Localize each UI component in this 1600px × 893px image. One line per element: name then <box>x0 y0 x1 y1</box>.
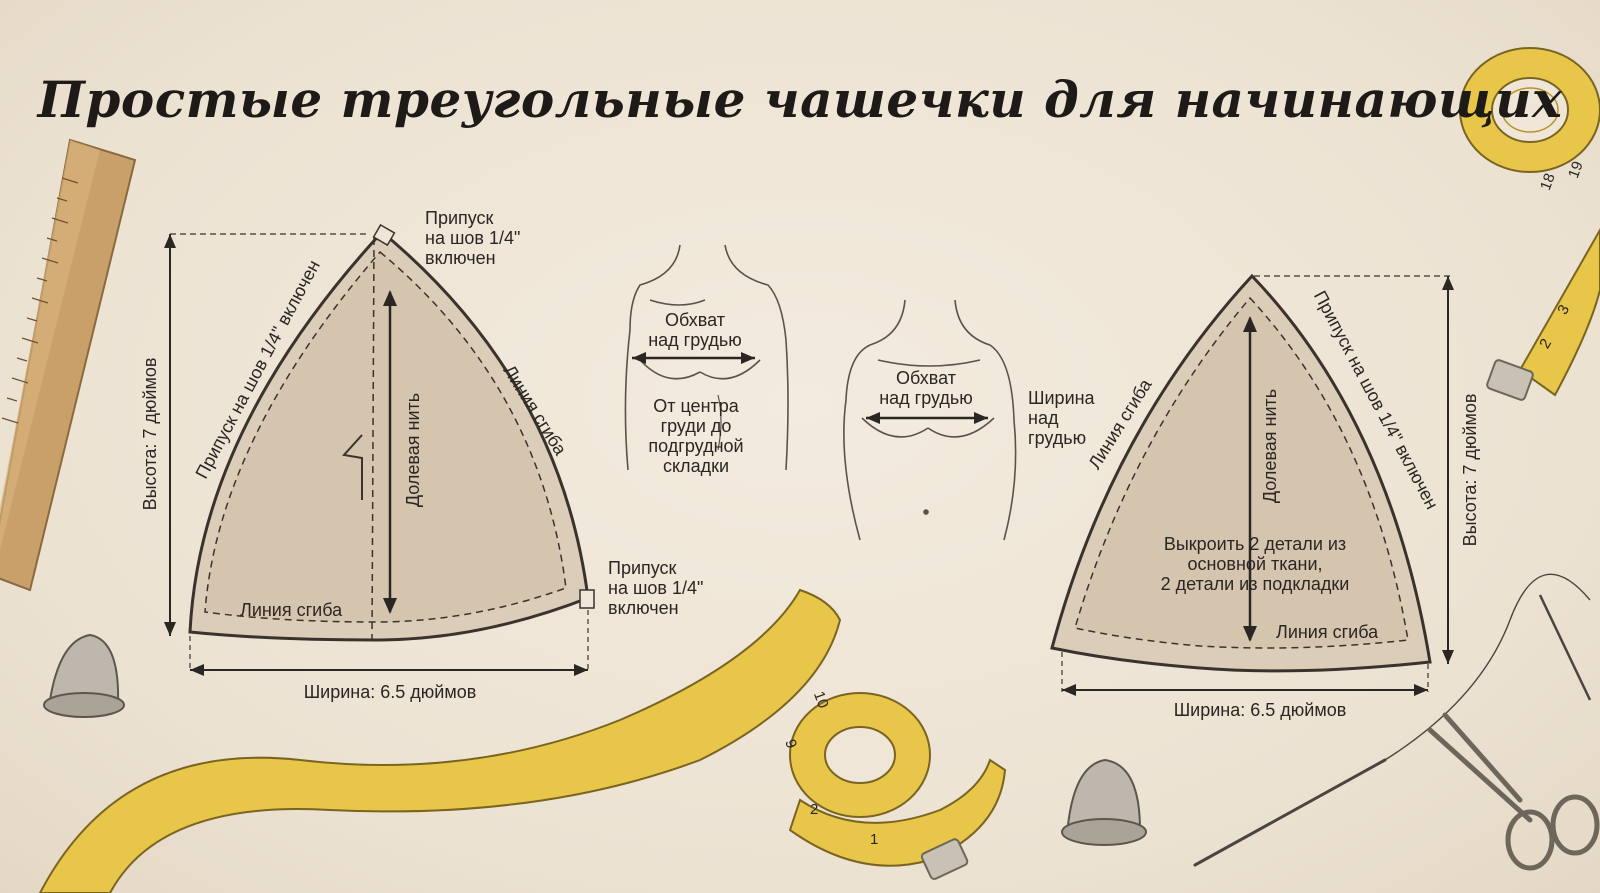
label-line: основной ткани, <box>1187 554 1323 574</box>
left-grainline-label: Долевая нить <box>403 392 423 508</box>
tape-number: 1 <box>870 831 879 848</box>
label-line: включен <box>608 598 679 618</box>
label-line: на шов 1/4" <box>608 578 704 598</box>
left-height-label: Высота: 7 дюймов <box>140 357 160 511</box>
scissors-icon <box>1427 712 1600 871</box>
right-cut-note: Выкроить 2 детали из основной ткани, 2 д… <box>1140 534 1370 594</box>
right-cup-pattern <box>1050 273 1454 696</box>
left-fold-bottom-label: Линия сгиба <box>240 600 343 620</box>
right-width-label: Ширина: 6.5 дюймов <box>1173 700 1347 720</box>
label-line: Ширина <box>1028 388 1095 408</box>
fig2-over-bust-label: Обхват над грудью <box>864 368 988 408</box>
page-title: Простые треугольные чашечки для начинающ… <box>37 70 1563 129</box>
measuring-tape-strip <box>38 588 1007 893</box>
figure-bust-front <box>624 244 789 471</box>
left-seam-corner-label: Припуск на шов 1/4" включен <box>608 558 703 618</box>
left-width-label: Ширина: 6.5 дюймов <box>303 682 477 702</box>
label-line: Обхват <box>665 310 725 330</box>
left-cup-pattern <box>164 223 595 676</box>
label-line: над <box>1028 408 1059 428</box>
label-line: От центра <box>653 396 739 416</box>
label-line: подгрудной <box>648 436 744 456</box>
label-line: Припуск <box>608 558 677 578</box>
left-seam-top-label: Припуск на шов 1/4" включен <box>425 208 520 268</box>
label-line: грудью <box>1028 428 1087 448</box>
figure-torso-front <box>843 299 1017 541</box>
tape-number: 2 <box>810 801 819 818</box>
needle-icon <box>1193 573 1592 867</box>
label-line: над грудью <box>648 330 742 350</box>
label-line: 2 детали из подкладки <box>1160 574 1350 594</box>
label-line: на шов 1/4" <box>425 228 521 248</box>
right-fold-bottom-label: Линия сгиба <box>1276 622 1379 642</box>
right-height-label: Высота: 7 дюймов <box>1460 393 1480 547</box>
fig2-width-label: Ширина над грудью <box>1028 388 1095 448</box>
label-line: груди до <box>660 416 732 436</box>
label-line: Выкроить 2 детали из <box>1163 534 1347 554</box>
label-line: складки <box>662 456 730 476</box>
thimble-icon <box>1061 758 1147 846</box>
ruler-icon <box>0 138 137 592</box>
label-line: включен <box>425 248 496 268</box>
thimble-icon <box>43 633 125 718</box>
label-line: над грудью <box>879 388 973 408</box>
measuring-tape-icon <box>1459 47 1600 401</box>
fig1-center-fold-label: От центра груди до подгрудной складки <box>636 396 756 476</box>
right-grainline-label: Долевая нить <box>1260 388 1280 504</box>
label-line: Припуск <box>425 208 494 228</box>
fig1-over-bust-label: Обхват над грудью <box>634 310 756 350</box>
label-line: Обхват <box>896 368 956 388</box>
